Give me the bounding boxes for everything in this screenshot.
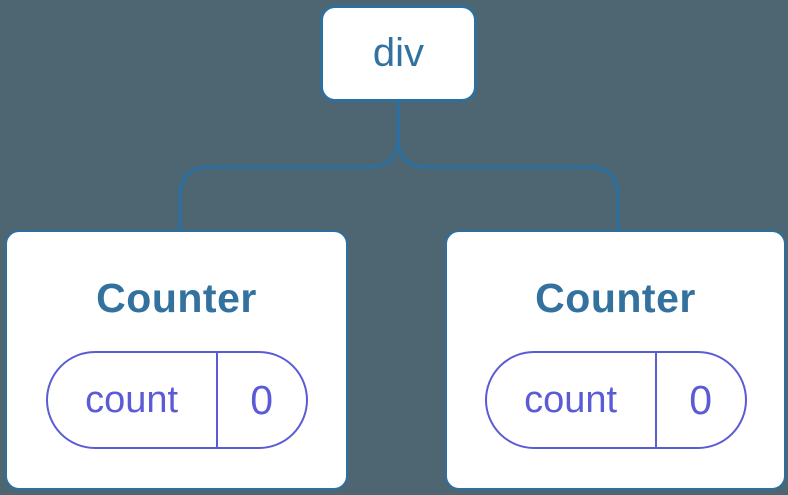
tree-node-div: div: [320, 5, 477, 102]
connector-left-branch: [178, 101, 400, 231]
counter-card-left: Counter count 0: [5, 230, 348, 490]
state-key: count: [487, 353, 657, 447]
state-value: 0: [250, 376, 274, 423]
state-pill: count 0: [484, 351, 747, 449]
connector-right-branch: [396, 101, 620, 231]
counter-title: Counter: [96, 275, 257, 321]
state-key: count: [48, 353, 218, 447]
counter-title: Counter: [535, 275, 696, 321]
root-node-label: div: [372, 31, 425, 75]
counter-card-right: Counter count 0: [445, 230, 786, 490]
state-pill: count 0: [45, 351, 308, 449]
state-value: 0: [689, 376, 713, 423]
